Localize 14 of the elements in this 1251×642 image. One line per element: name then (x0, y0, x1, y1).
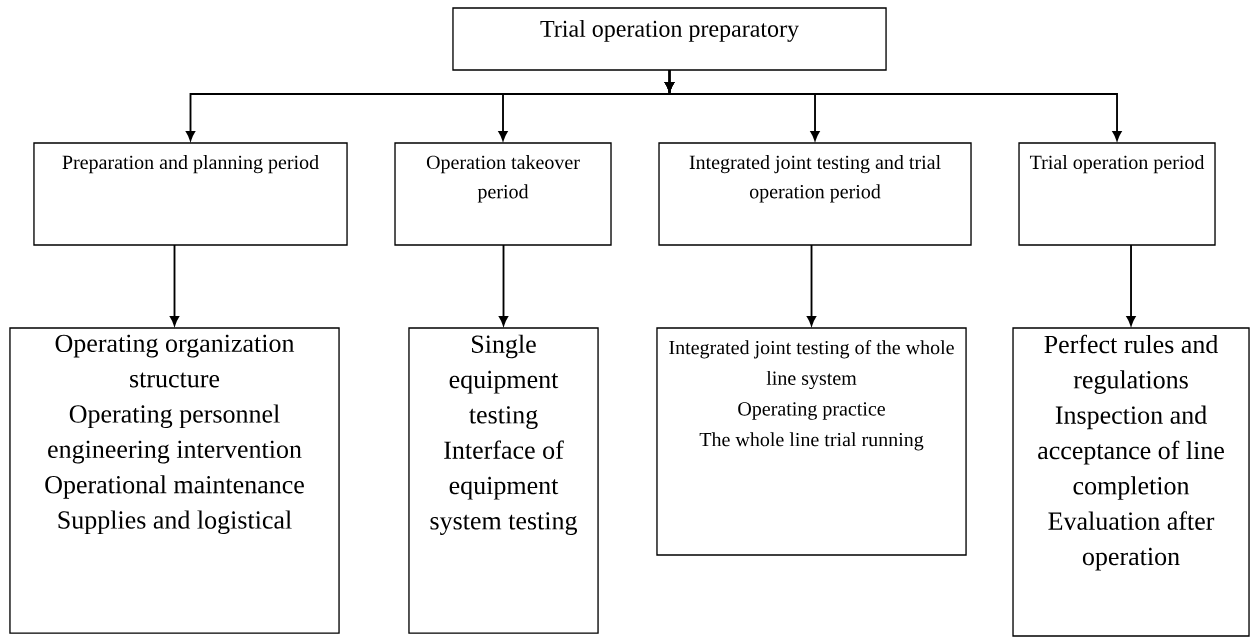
arrow (807, 244, 816, 326)
arrow (1126, 244, 1136, 326)
phase-box: Trial operation period (1018, 142, 1216, 246)
arrow (665, 69, 1122, 141)
task-box: Perfect rules and regulations Inspection and acceptance of line completion Evaluation after operation (1012, 327, 1250, 637)
root-box: Trial operation preparatory (452, 7, 887, 71)
arrow (170, 244, 179, 326)
task-box: Single equipment testing Interface of equipment system testing (408, 327, 599, 634)
phase-box: Integrated joint testing and trial operation period (658, 142, 972, 246)
task-box: Integrated joint testing of the whole line system Operating practice The whole line trial running (656, 327, 967, 556)
phase-box: Operation takeover period (394, 142, 612, 246)
task-box: Operating organization structure Operating personnel engineering intervention Operational maintenance Supplies and logistical (9, 327, 340, 634)
phase-box: Preparation and planning period (33, 142, 348, 246)
arrow (499, 244, 508, 326)
